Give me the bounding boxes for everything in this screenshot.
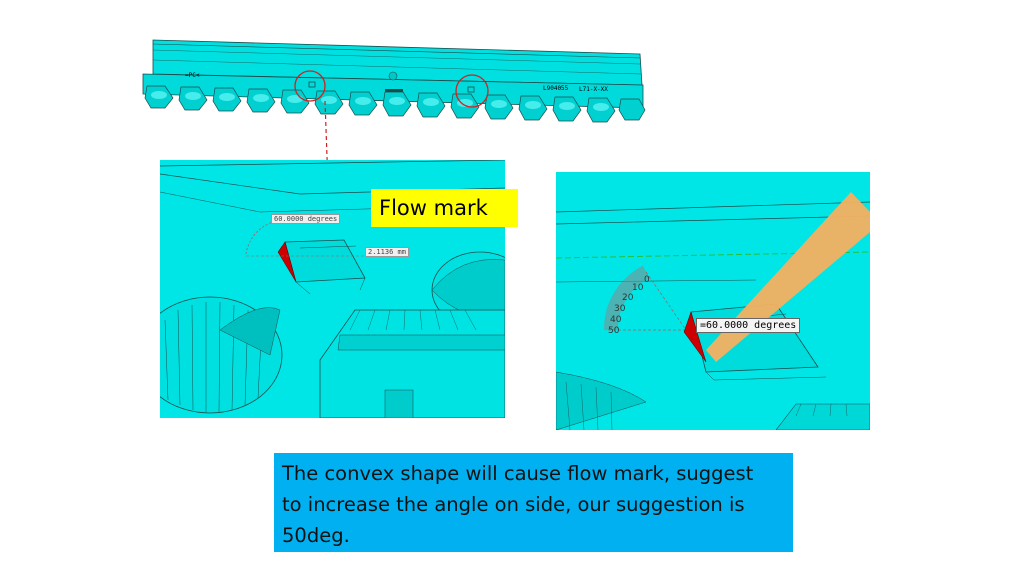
- detail-view-right: 0 10 20 30 40 50: [556, 172, 870, 430]
- scale-tick-10: 10: [632, 283, 644, 293]
- note-line-3: 50deg.: [282, 524, 350, 547]
- scale-tick-30: 30: [614, 304, 626, 314]
- scale-tick-40: 40: [610, 315, 622, 325]
- rack-part-overview: =PC< L904055 L71-X-XX: [142, 39, 646, 123]
- angle-readout-right: =60.0000 degrees: [696, 318, 801, 333]
- dimension-readout-left: 2.1136 mm: [365, 247, 409, 257]
- scale-tick-0: 0: [644, 275, 650, 285]
- note-line-1: The convex shape will cause flow mark, s…: [282, 462, 754, 485]
- part-mark-left: =PC<: [185, 72, 200, 79]
- highlight-circle-right: [455, 74, 489, 108]
- angle-readout-left: 60.0000 degrees: [271, 214, 341, 224]
- flow-mark-callout: Flow mark: [371, 189, 518, 227]
- suggestion-note: The convex shape will cause flow mark, s…: [274, 453, 793, 552]
- part-mark-revision: L71-X-XX: [579, 86, 608, 93]
- highlight-circle-left: [294, 70, 326, 102]
- scale-tick-20: 20: [622, 293, 634, 303]
- part-mark-code: L904055: [543, 85, 569, 92]
- note-line-2: to increase the angle on side, our sugge…: [282, 493, 745, 516]
- scale-tick-50: 50: [608, 326, 620, 336]
